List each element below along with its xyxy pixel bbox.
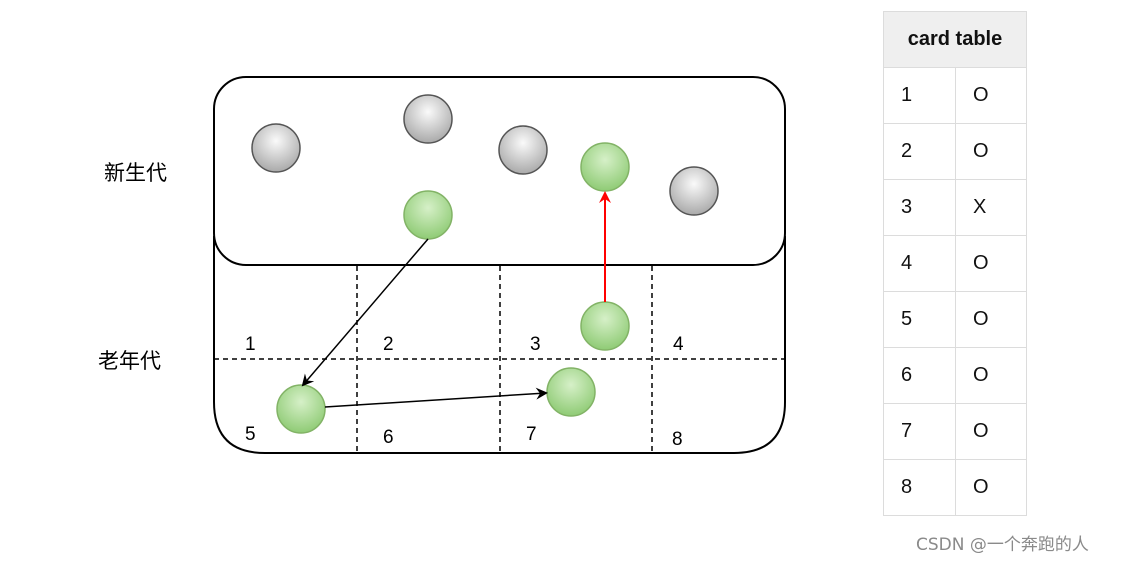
young-gen-label: 新生代 — [104, 161, 167, 185]
dead-object — [403, 94, 453, 144]
card-number: 3 — [530, 334, 541, 355]
card-number: 4 — [673, 334, 684, 355]
card-table-header: card table — [883, 11, 1027, 68]
old-gen-label: 老年代 — [98, 349, 161, 373]
card-mark: O — [955, 291, 1027, 348]
card-index: 8 — [883, 459, 956, 516]
card-number: 2 — [383, 334, 394, 355]
card-number: 5 — [245, 424, 256, 445]
card-index: 1 — [883, 67, 956, 124]
card-number: 8 — [672, 429, 683, 450]
reference-arrow — [301, 238, 429, 387]
card-mark: O — [955, 123, 1027, 180]
old-gen-region — [213, 236, 786, 454]
live-object-old — [276, 384, 326, 434]
dead-object — [251, 123, 301, 173]
card-mark: O — [955, 459, 1027, 516]
card-index: 3 — [883, 179, 956, 236]
dead-object — [669, 166, 719, 216]
live-object-old — [580, 301, 630, 351]
card-index: 7 — [883, 403, 956, 460]
reference-arrow — [324, 387, 548, 408]
live-object-young — [403, 190, 453, 240]
card-index: 2 — [883, 123, 956, 180]
card-mark: O — [955, 403, 1027, 460]
watermark: CSDN @一个奔跑的人 — [916, 535, 1089, 555]
live-object-young — [580, 142, 630, 192]
card-index: 4 — [883, 235, 956, 292]
card-number: 7 — [526, 424, 537, 445]
card-mark: X — [955, 179, 1027, 236]
card-number: 1 — [245, 334, 256, 355]
card-number: 6 — [383, 427, 394, 448]
card-index: 6 — [883, 347, 956, 404]
live-object-old — [546, 367, 596, 417]
card-mark: O — [955, 67, 1027, 124]
card-index: 5 — [883, 291, 956, 348]
dead-object — [498, 125, 548, 175]
card-mark: O — [955, 347, 1027, 404]
young-gen-region — [213, 76, 786, 266]
card-mark: O — [955, 235, 1027, 292]
